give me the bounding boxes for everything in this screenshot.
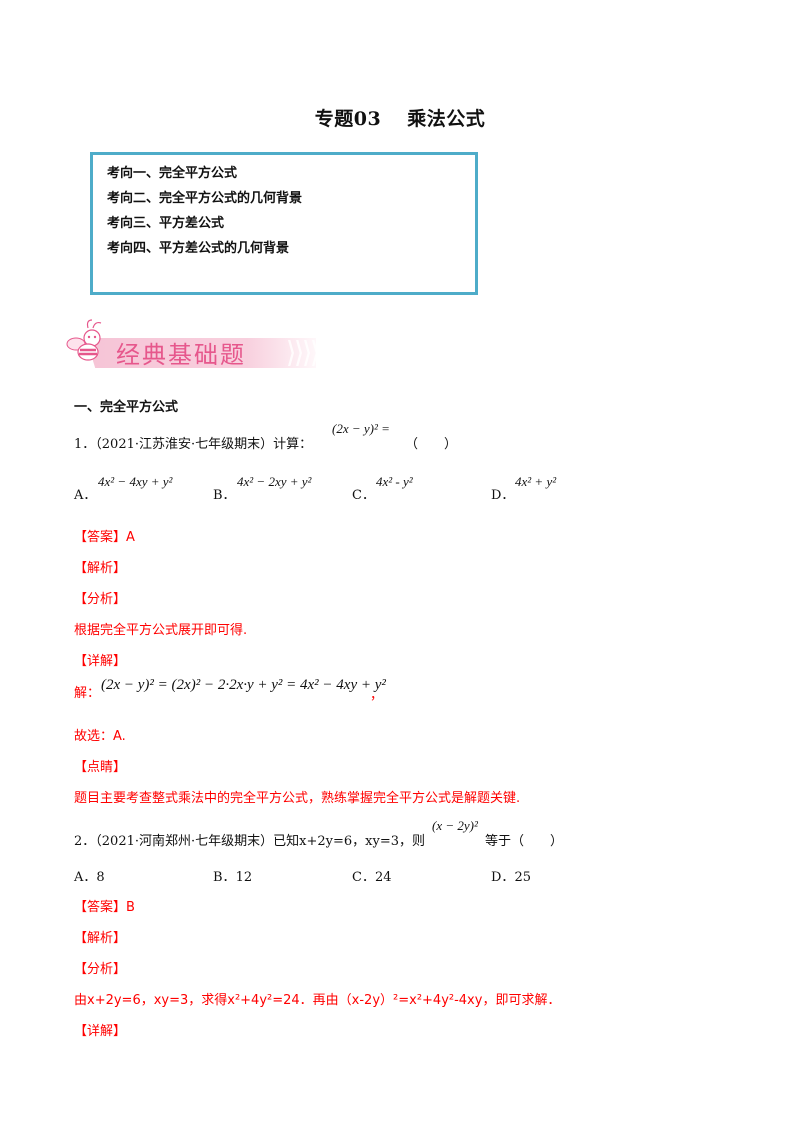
question-2: 2．（2021·河南郑州·七年级期末）已知x+2y=6，xy=3，则 (74, 830, 425, 849)
question-number: 2． (74, 834, 96, 849)
banner-title: 经典基础题 (116, 341, 246, 369)
banner-background (86, 338, 316, 368)
fenxi-label: 【分析】 (74, 962, 127, 977)
answer-line: 【答案】B (74, 896, 135, 915)
option-d-value: 4x² + y² (515, 474, 557, 489)
option-d-label: D． (491, 488, 515, 503)
option-b-label: B． (213, 488, 236, 503)
fenxi-label: 【分析】 (74, 592, 127, 607)
analysis-label: 【解析】 (74, 931, 127, 946)
option-c: C．24 (352, 870, 392, 885)
detail-math: (2x − y)² = (2x)² − 2·2x·y + y² = 4x² − … (101, 677, 386, 693)
question-1-expression: (2x − y)² = (332, 421, 390, 436)
toc-box: 考向一、完全平方公式 考向二、完全平方公式的几何背景 考向三、平方差公式 考向四… (90, 152, 478, 295)
toc-item: 考向三、平方差公式 (107, 216, 225, 231)
question-condition: x+2y=6，xy=3，则 (299, 834, 425, 849)
conclusion: 故选：A. (74, 729, 126, 744)
option-a-value: 4x² − 4xy + y² (98, 474, 173, 489)
option-a-label: A． (74, 488, 97, 503)
remark-text: 题目主要考查整式乘法中的完全平方公式，熟练掌握完全平方公式是解题关键. (74, 791, 521, 806)
fenxi-text: 根据完全平方公式展开即可得. (74, 623, 248, 638)
analysis-label: 【解析】 (74, 561, 127, 576)
question-source: （2021·河南郑州·七年级期末）已知 (95, 834, 300, 849)
section-heading: 一、完全平方公式 (74, 400, 179, 415)
detail-label: 【详解】 (74, 1024, 127, 1039)
toc-item: 考向二、完全平方公式的几何背景 (107, 191, 303, 206)
section-banner: 经典基础题 (66, 318, 328, 374)
option-b: B．12 (213, 870, 253, 885)
option-d: D．25 (491, 870, 531, 885)
page-title: 专题03 乘法公式 (0, 104, 800, 131)
option-c-value: 4x² - y² (376, 474, 413, 489)
option-a: A．8 (74, 870, 105, 885)
answer-line: 【答案】A (74, 526, 135, 545)
toc-item: 考向一、完全平方公式 (107, 166, 238, 181)
question-2-tail: 等于（ ） (485, 834, 564, 849)
title-main: 乘法公式 (407, 108, 486, 130)
answer-blank: （ ） (405, 437, 458, 452)
answer-value: A (126, 530, 135, 545)
detail-prefix: 解： (74, 686, 101, 701)
question-number: 1． (74, 437, 96, 452)
question-2-expression: (x − 2y)² (432, 818, 478, 833)
title-prefix: 专题03 (314, 108, 382, 130)
question-1: 1．（2021·江苏淮安·七年级期末）计算： (74, 433, 312, 452)
option-b-value: 4x² − 2xy + y² (237, 474, 312, 489)
toc-item: 考向四、平方差公式的几何背景 (107, 241, 290, 256)
answer-value: B (126, 900, 135, 915)
remark-label: 【点睛】 (74, 760, 127, 775)
detail-suffix: ， (370, 688, 384, 703)
option-c-label: C． (352, 488, 375, 503)
answer-label: 【答案】 (74, 530, 127, 545)
question-source: （2021·江苏淮安·七年级期末）计算： (95, 437, 313, 452)
answer-label: 【答案】 (74, 900, 127, 915)
detail-label: 【详解】 (74, 654, 127, 669)
fenxi-text: 由x+2y=6，xy=3，求得x²+4y²=24．再由（x-2y）²=x²+4y… (74, 993, 561, 1008)
bee-icon (66, 319, 102, 361)
